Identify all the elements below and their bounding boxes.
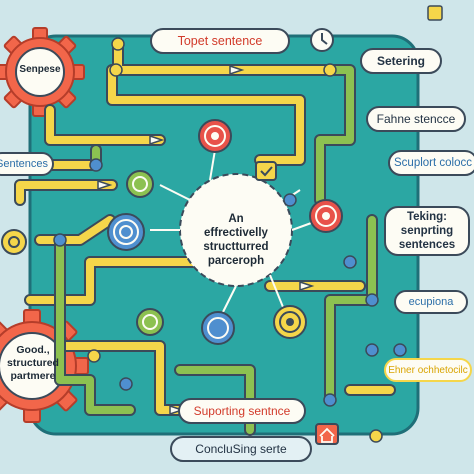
target-icon [309, 199, 343, 233]
star-icon [427, 5, 443, 21]
gear-bottom-line-2: structured [7, 357, 59, 369]
teking-line-3: sentences [398, 239, 456, 251]
teking-line-1: Teking: [406, 211, 448, 223]
scuplort-label: Scuplort colocc [388, 150, 474, 176]
target-icon [1, 229, 27, 255]
target-icon [107, 213, 145, 251]
ehner-label: Ehner ochhetocilc [384, 358, 472, 382]
gear-icon [0, 27, 85, 117]
teking-line-2: senprting [400, 225, 454, 237]
target-icon [273, 305, 307, 339]
supporting-sentence-label: Suporting sentnce [178, 398, 306, 424]
center-line-3: structturred [203, 241, 269, 253]
target-icon [201, 311, 235, 345]
center-paragraph-label: An effrectivelly structturred parceroph [180, 212, 292, 268]
center-line-1: An [228, 213, 244, 225]
center-line-4: parceroph [207, 255, 265, 267]
gear-bottom-line-1: Good., [16, 344, 50, 356]
clock-icon [310, 28, 334, 52]
target-icon [126, 170, 154, 198]
gear-bottom-line-3: partmere [10, 370, 56, 382]
concluding-sentence-label: ConcluSing serte [170, 436, 312, 462]
teking-label: Teking: senprting sentences [384, 206, 470, 256]
ecupiona-label: ecupiona [394, 290, 468, 314]
green-paths [54, 64, 378, 436]
center-line-2: effrectivelly [204, 227, 268, 239]
setering-label: Setering [360, 48, 442, 74]
target-icon [136, 308, 164, 336]
topic-sentence-label: Topet sentence [150, 28, 290, 54]
gear-bottom-label: Good., structured partmere [0, 344, 66, 383]
junction-dots [53, 37, 407, 443]
checklist-icon [255, 161, 277, 181]
home-icon [315, 423, 339, 445]
gear-top-label: Senpese [19, 64, 61, 75]
fahne-label: Fahne stencce [366, 106, 466, 132]
gear-icon [0, 309, 89, 423]
sentences-left-label: Sentences [0, 152, 54, 176]
target-icon [198, 119, 232, 153]
